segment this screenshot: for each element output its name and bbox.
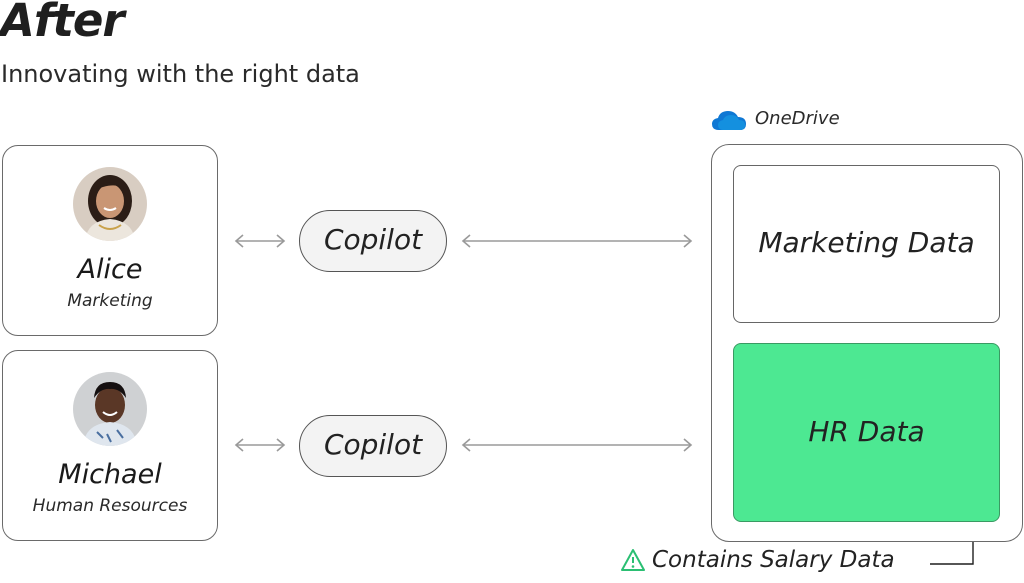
person-name: Michael	[58, 459, 162, 490]
arrow-michael-copilot	[234, 438, 286, 452]
person-role: Human Resources	[32, 496, 188, 516]
alice-portrait-icon	[73, 167, 147, 241]
person-card-michael: Michael Human Resources	[2, 350, 218, 541]
hr-data-block: HR Data	[733, 343, 1000, 522]
arrow-copilot-storage-bottom	[461, 438, 693, 452]
arrow-alice-copilot	[234, 234, 286, 248]
avatar-alice	[73, 167, 147, 241]
onedrive-label: OneDrive	[755, 108, 840, 129]
onedrive-cloud-icon	[712, 111, 746, 130]
person-role: Marketing	[67, 291, 153, 311]
michael-portrait-icon	[73, 372, 147, 446]
salary-warning-text: Contains Salary Data	[652, 547, 895, 573]
person-card-alice: Alice Marketing	[2, 145, 218, 336]
copilot-pill-bottom: Copilot	[299, 415, 447, 477]
warning-triangle-icon	[621, 549, 645, 571]
page-subtitle: Innovating with the right data	[1, 60, 360, 88]
salary-warning: Contains Salary Data	[620, 547, 895, 573]
marketing-data-block: Marketing Data	[733, 165, 1000, 323]
avatar-michael	[73, 372, 147, 446]
arrow-copilot-storage-top	[461, 234, 693, 248]
copilot-pill-top: Copilot	[299, 210, 447, 272]
page-title: After	[0, 0, 125, 47]
person-name: Alice	[77, 254, 143, 285]
